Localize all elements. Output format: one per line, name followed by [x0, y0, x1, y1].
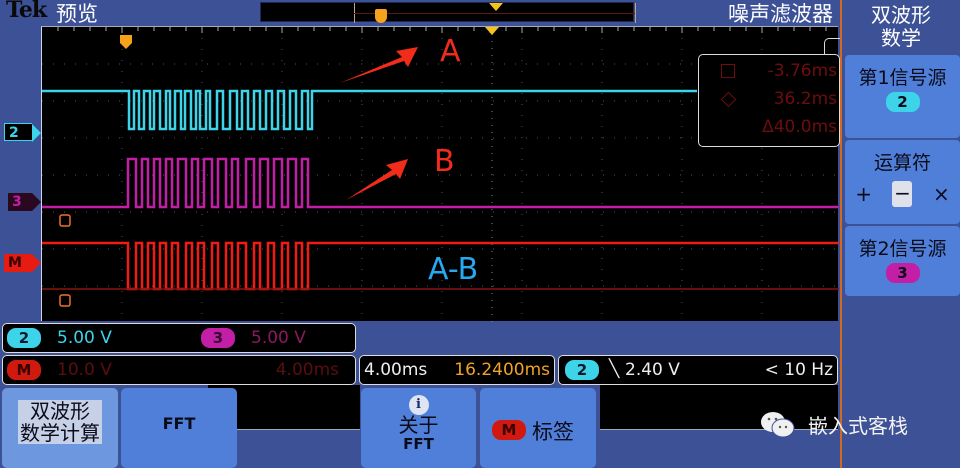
record-timeline[interactable] [260, 2, 636, 23]
math-time: 4.00ms [275, 360, 339, 380]
cursor-b-value: 36.2ms [773, 89, 837, 109]
dual-waveform-math-button[interactable]: 双波形 数学计算 [2, 388, 118, 468]
side-menu: 双波形 数学 第1信号源 2 运算符 + − × 第2信号源 3 [840, 0, 960, 468]
trigger-box[interactable]: 2 ╲ 2.40 V < 10 Hz [558, 355, 838, 385]
math-level-marker[interactable]: M [4, 254, 41, 272]
side-title-line1: 双波形 [871, 3, 931, 27]
cursor-a-value: -3.76ms [767, 61, 837, 81]
about-fft-button[interactable]: i 关于 FFT [361, 388, 476, 468]
expansion-point-icon [489, 3, 503, 11]
waveform-plot [42, 27, 839, 322]
annotation-a-minus-b: A-B [428, 252, 479, 287]
ch2-level-marker[interactable]: 2 [4, 123, 41, 142]
timebase-position: 16.2400ms [454, 360, 550, 380]
source2-label: 第2信号源 [858, 238, 947, 260]
cursor-readout: -3.76ms 36.2ms Δ40.0ms [698, 54, 840, 147]
cursor-delta-value: Δ40.0ms [762, 117, 837, 137]
brand-logo: Tek [6, 0, 47, 23]
source1-label: 第1信号源 [858, 67, 947, 89]
btn0-line2: 数学计算 [20, 421, 100, 445]
ch3-level-marker[interactable]: 3 [8, 193, 41, 211]
btn1-line1: FFT [162, 414, 196, 433]
operator-label: 运算符 [873, 152, 931, 174]
operator-plus[interactable]: + [855, 182, 872, 206]
source2-button[interactable]: 第2信号源 3 [845, 226, 960, 296]
operator-options: + − × [845, 181, 960, 207]
annotation-b: B [434, 144, 455, 179]
acquisition-mode: 预览 [56, 2, 98, 26]
timebase-box[interactable]: 4.00ms 16.2400ms [359, 355, 555, 385]
timeline-line [354, 13, 635, 14]
ch3-tag: 3 [201, 328, 235, 348]
graticule-bottom-right [600, 385, 838, 430]
waveform-graticule[interactable] [41, 26, 839, 322]
vertical-scale-box[interactable]: 2 5.00 V 3 5.00 V [2, 323, 356, 353]
source1-value: 2 [885, 92, 920, 112]
square-cursor-icon [721, 64, 735, 78]
trigger-frequency: < 10 Hz [764, 360, 833, 380]
btn2-line2: FFT [403, 435, 434, 453]
math-scale-box[interactable]: M 10.0 V 4.00ms [2, 355, 356, 385]
math-tag: M [7, 360, 41, 380]
falling-edge-icon: ╲ [609, 359, 620, 379]
operator-minus[interactable]: − [892, 181, 913, 207]
wechat-icon [761, 412, 795, 438]
source1-button[interactable]: 第1信号源 2 [845, 55, 960, 138]
watermark-text: 嵌入式客栈 [808, 414, 908, 438]
source2-value: 3 [885, 263, 920, 283]
trigger-level: 2.40 V [625, 360, 680, 380]
diamond-cursor-icon [720, 91, 737, 108]
trigger-source-tag: 2 [565, 360, 599, 380]
fft-button[interactable]: FFT [121, 388, 237, 468]
label-button[interactable]: M 标签 [480, 388, 596, 468]
ch2-tag: 2 [7, 328, 41, 348]
side-menu-title: 双波形 数学 [842, 0, 960, 54]
label-text: 标签 [532, 420, 574, 444]
operator-button[interactable]: 运算符 + − × [845, 140, 960, 224]
operator-multiply[interactable]: × [932, 182, 950, 206]
info-icon: i [408, 395, 429, 415]
math-scale: 10.0 V [57, 360, 112, 380]
btn2-line1: 关于 [398, 413, 439, 437]
side-title-line2: 数学 [881, 26, 921, 50]
readout-bracket [824, 38, 840, 56]
label-math-tag: M [492, 420, 526, 440]
timebase-scale: 4.00ms [364, 360, 428, 380]
ch2-scale: 5.00 V [57, 328, 112, 348]
btn0-line1: 双波形 [30, 399, 90, 423]
trigger-position-icon [375, 9, 387, 23]
menu-title-noise-filter: 噪声滤波器 [728, 2, 833, 26]
annotation-a: A [440, 34, 461, 69]
ch3-scale: 5.00 V [251, 328, 306, 348]
